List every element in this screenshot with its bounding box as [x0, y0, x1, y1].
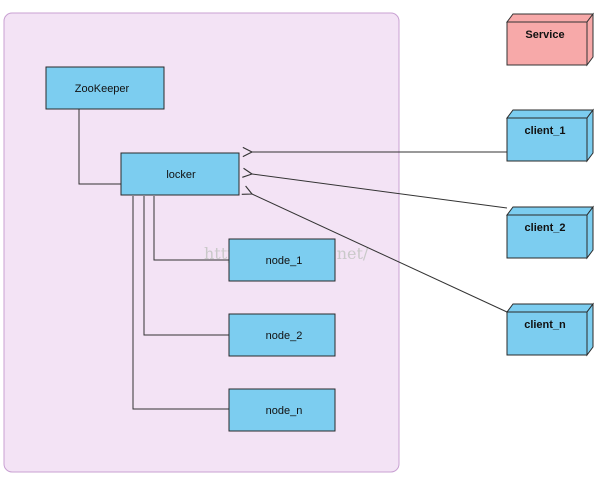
client-box-2[interactable]: client_2: [506, 205, 594, 260]
client-label: client_2: [525, 222, 566, 234]
client-arrows: [252, 152, 508, 313]
container-boundary: [3, 12, 400, 473]
node-label: node_1: [266, 255, 303, 267]
tree-connectors: [78, 109, 229, 410]
service-box[interactable]: Service: [506, 12, 594, 67]
node-box-n[interactable]: node_n: [228, 388, 336, 432]
client-label: client_1: [525, 125, 566, 137]
node-label: node_n: [266, 405, 303, 417]
client-label: client_n: [524, 319, 566, 331]
zookeeper-label: ZooKeeper: [75, 83, 130, 95]
node-label: node_2: [266, 330, 303, 342]
node-box-2[interactable]: node_2: [228, 313, 336, 357]
arrow-client-n: [252, 194, 508, 313]
zookeeper-box[interactable]: ZooKeeper: [45, 66, 165, 110]
service-label: Service: [525, 29, 564, 41]
locker-box[interactable]: locker: [120, 152, 240, 196]
locker-label: locker: [166, 169, 196, 181]
client-box-n[interactable]: client_n: [506, 302, 594, 357]
node-box-1[interactable]: node_1: [228, 238, 336, 282]
arrow-client-2: [252, 174, 508, 209]
client-box-1[interactable]: client_1: [506, 108, 594, 163]
